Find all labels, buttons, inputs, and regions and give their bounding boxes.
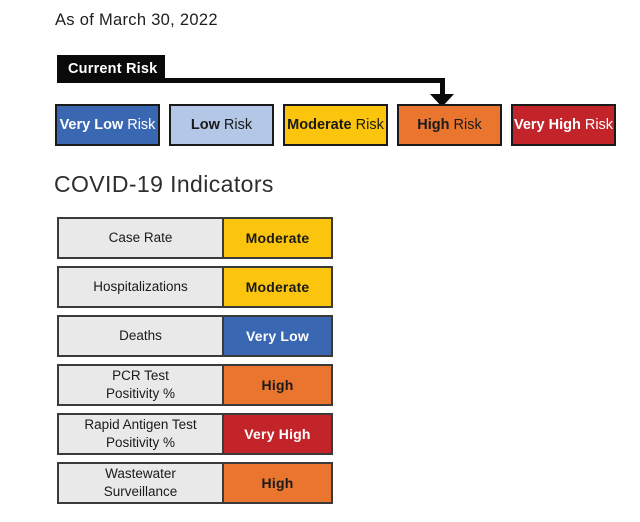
- indicator-row: Wastewater Surveillance High: [57, 462, 333, 504]
- indicator-status-badge: Very High: [224, 415, 331, 453]
- risk-level-suffix: Risk: [355, 117, 384, 133]
- risk-level-suffix: Risk: [584, 117, 614, 133]
- indicator-row: Rapid Antigen Test Positivity % Very Hig…: [57, 413, 333, 455]
- indicator-label: Deaths: [59, 317, 224, 355]
- indicator-status-badge: High: [224, 366, 331, 404]
- indicator-row: Deaths Very Low: [57, 315, 333, 357]
- indicator-label: Hospitalizations: [59, 268, 224, 306]
- current-risk-tag-label: Current Risk: [68, 61, 158, 77]
- indicator-status-badge: Moderate: [224, 268, 331, 306]
- risk-level-name: Moderate: [287, 117, 352, 133]
- indicator-status-badge: High: [224, 464, 331, 502]
- current-risk-arrowhead-icon: [430, 94, 454, 107]
- indicator-label: Case Rate: [59, 219, 224, 257]
- indicator-status-badge: Very Low: [224, 317, 331, 355]
- risk-level-box-very-high: Very High Risk: [511, 104, 616, 146]
- indicator-label: PCR Test Positivity %: [59, 366, 224, 404]
- indicator-row: PCR Test Positivity % High: [57, 364, 333, 406]
- risk-level-suffix: Risk: [223, 117, 253, 133]
- indicator-label: Wastewater Surveillance: [59, 464, 224, 502]
- risk-level-name: Low: [190, 117, 220, 133]
- indicator-row: Case Rate Moderate: [57, 217, 333, 259]
- as-of-date: As of March 30, 2022: [55, 11, 218, 29]
- risk-level-name: Very Low: [59, 117, 124, 133]
- risk-level-box-very-low: Very Low Risk: [55, 104, 160, 146]
- risk-level-name: High: [417, 117, 450, 133]
- risk-scale: Very Low Risk Low Risk Moderate Risk Hig…: [55, 104, 616, 146]
- current-risk-tag: Current Risk: [57, 55, 165, 83]
- risk-level-name: Very High: [513, 117, 581, 133]
- risk-level-box-low: Low Risk: [169, 104, 274, 146]
- risk-level-box-moderate: Moderate Risk: [283, 104, 388, 146]
- indicator-label: Rapid Antigen Test Positivity %: [59, 415, 224, 453]
- indicator-status-badge: Moderate: [224, 219, 331, 257]
- current-risk-arrow-horizontal-line: [160, 78, 445, 83]
- risk-level-suffix: Risk: [127, 117, 156, 133]
- risk-level-box-high: High Risk: [397, 104, 502, 146]
- indicators-table: Case Rate Moderate Hospitalizations Mode…: [57, 217, 333, 504]
- indicator-row: Hospitalizations Moderate: [57, 266, 333, 308]
- risk-level-suffix: Risk: [453, 117, 482, 133]
- indicators-title: COVID-19 Indicators: [54, 171, 274, 197]
- current-risk-arrow-vertical-line: [440, 78, 445, 96]
